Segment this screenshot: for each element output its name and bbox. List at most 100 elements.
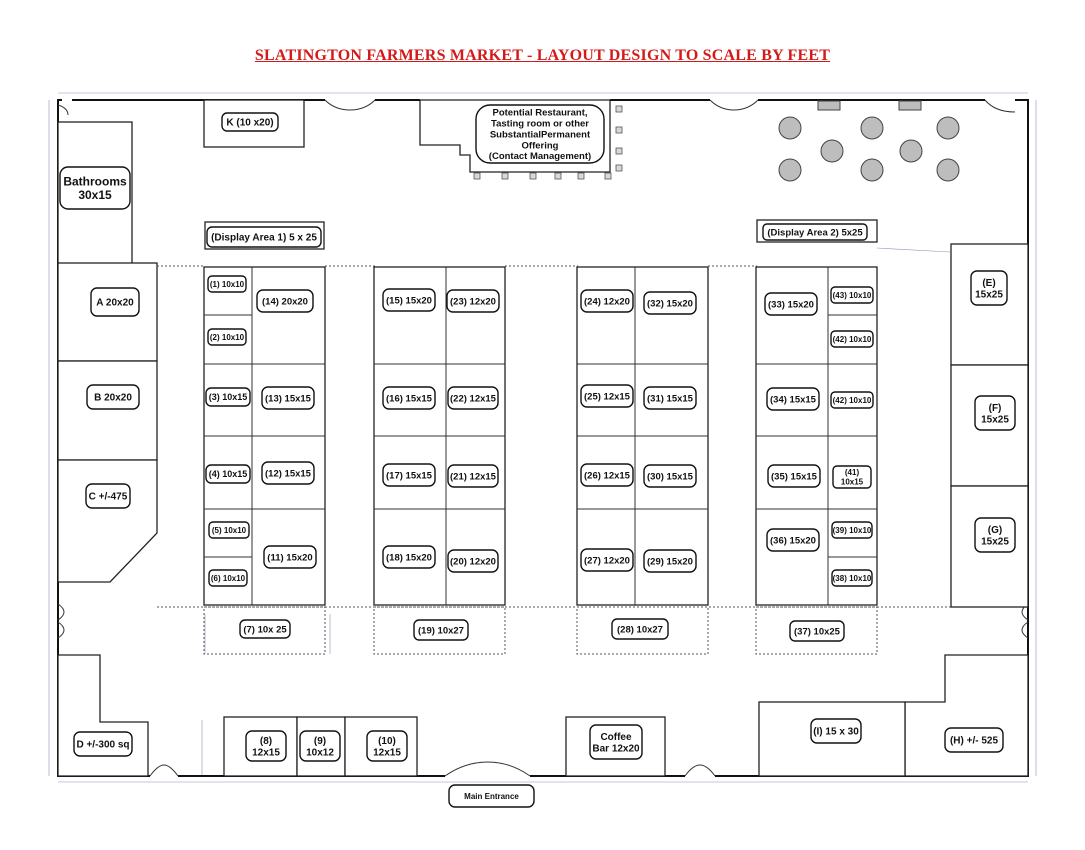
booth-label-text: 10x12: [306, 747, 334, 758]
booth-s4[interactable]: (4) 10x15: [205, 464, 251, 484]
booth-g[interactable]: (G)15x25: [974, 517, 1016, 553]
booth-s19[interactable]: (19) 10x27: [413, 619, 469, 641]
booth-label-box: [207, 275, 247, 293]
booth-label-box: [831, 521, 873, 539]
booth-s5[interactable]: (5) 10x10: [208, 521, 250, 539]
booth-e[interactable]: (E)15x25: [970, 270, 1008, 306]
booth-label-text: (11) 15x20: [267, 552, 312, 563]
booth-s42b[interactable]: (42) 10x10: [830, 330, 874, 348]
booth-display2[interactable]: (Display Area 2) 5x25: [762, 223, 868, 241]
booth-label-box: [413, 619, 469, 641]
booth-label-box: [208, 569, 248, 587]
booth-label-text: (6) 10x10: [211, 574, 246, 583]
booth-s36[interactable]: (36) 15x20: [766, 528, 820, 552]
booth-label-text: 12x15: [252, 747, 280, 758]
booth-s17[interactable]: (17) 15x15: [382, 463, 436, 487]
booth-s30[interactable]: (30) 15x15: [643, 464, 697, 488]
booth-label-text: 15x25: [975, 289, 1003, 300]
booth-s23[interactable]: (23) 12x20: [446, 289, 500, 313]
main-entrance-box: [448, 784, 535, 808]
booth-label-box: [299, 730, 341, 762]
booth-label-box: [90, 287, 140, 317]
booth-label-text: B 20x20: [94, 393, 132, 404]
booth-a[interactable]: A 20x20: [90, 287, 140, 317]
booth-i[interactable]: (I) 15 x 30: [810, 718, 862, 744]
booth-s21[interactable]: (21) 12x15: [447, 464, 499, 488]
booth-s37[interactable]: (37) 10x25: [789, 620, 845, 642]
booth-s32[interactable]: (32) 15x20: [643, 291, 697, 315]
booth-d[interactable]: D +/-300 sq: [73, 731, 133, 757]
booth-s28[interactable]: (28) 10x27: [611, 618, 669, 640]
booth-s41[interactable]: (41)10x15: [832, 465, 872, 489]
booth-label-box: [382, 288, 436, 312]
booth-s1[interactable]: (1) 10x10: [207, 275, 247, 293]
booth-label-box: [611, 618, 669, 640]
booth-s18[interactable]: (18) 15x20: [382, 545, 436, 569]
booth-label-text: (37) 10x25: [794, 626, 841, 637]
booth-s43[interactable]: (43) 10x10: [830, 286, 874, 304]
booth-label-text: (15) 15x20: [386, 295, 432, 306]
booth-restaurant[interactable]: Potential Restaurant,Tasting room or oth…: [475, 104, 605, 164]
booth-s8[interactable]: (8)12x15: [245, 730, 287, 762]
booth-s22[interactable]: (22) 12x15: [447, 386, 499, 410]
booth-s2[interactable]: (2) 10x10: [207, 328, 247, 346]
booth-s12[interactable]: (12) 15x15: [261, 461, 315, 485]
booth-label-text: Offering: [522, 140, 559, 151]
booth-b[interactable]: B 20x20: [86, 384, 140, 410]
booth-h[interactable]: (H) +/- 525: [944, 727, 1004, 753]
booth-label-text: (33) 15x20: [768, 299, 814, 310]
booth-s27[interactable]: (27) 12x20: [580, 548, 634, 572]
booth-label-text: (1) 10x10: [210, 280, 245, 289]
booth-s3[interactable]: (3) 10x15: [205, 387, 251, 407]
booth-label-text: Bar 12x20: [592, 743, 640, 754]
booth-label-box: [643, 549, 697, 573]
booth-s6[interactable]: (6) 10x10: [208, 569, 248, 587]
dimension-lines: [48, 92, 1037, 783]
booth-s39[interactable]: (39) 10x10: [831, 521, 873, 539]
booth-s7[interactable]: (7) 10x 25: [239, 619, 291, 639]
booth-label-box: [974, 395, 1016, 431]
booth-s29[interactable]: (29) 15x20: [643, 549, 697, 573]
booth-label-box: [73, 731, 133, 757]
booth-label-box: [382, 463, 436, 487]
booth-label-text: (5) 10x10: [212, 526, 247, 535]
booth-s38[interactable]: (38) 10x10: [831, 569, 873, 587]
booth-s11[interactable]: (11) 15x20: [263, 545, 317, 569]
booth-f[interactable]: (F)15x25: [974, 395, 1016, 431]
booth-s33[interactable]: (33) 15x20: [764, 292, 818, 316]
booth-s24[interactable]: (24) 12x20: [580, 289, 634, 313]
booth-s13[interactable]: (13) 15x15: [261, 386, 315, 410]
booth-s9[interactable]: (9)10x12: [299, 730, 341, 762]
booth-s25[interactable]: (25) 12x15: [580, 384, 634, 408]
booth-c[interactable]: C +/-475: [85, 483, 131, 509]
booth-label-text: (19) 10x27: [418, 625, 464, 636]
booth-label-text: (3) 10x15: [209, 392, 248, 402]
booth-s35[interactable]: (35) 15x15: [767, 464, 821, 488]
booth-s26[interactable]: (26) 12x15: [580, 463, 634, 487]
booth-label-box: [766, 387, 820, 411]
booth-label-text: (14) 20x20: [262, 296, 308, 307]
booth-label-text: K (10 x20): [226, 118, 273, 129]
booth-label-box: [205, 387, 251, 407]
booth-s31[interactable]: (31) 15x15: [643, 386, 697, 410]
booth-label-text: Bathrooms: [63, 174, 127, 188]
booth-label-text: (43) 10x10: [833, 291, 872, 300]
booth-s10[interactable]: (10)12x15: [366, 730, 408, 762]
booth-label-text: (42) 10x10: [833, 396, 872, 405]
booth-label-box: [382, 545, 436, 569]
booth-s34[interactable]: (34) 15x15: [766, 387, 820, 411]
booth-label-text: D +/-300 sq: [76, 740, 129, 751]
booth-label-text: (Contact Management): [489, 151, 591, 162]
main-entrance[interactable]: Main Entrance: [448, 784, 535, 808]
booth-label-text: (4) 10x15: [209, 469, 248, 479]
booth-k[interactable]: K (10 x20): [221, 112, 279, 132]
booth-s16[interactable]: (16) 15x15: [382, 386, 436, 410]
booth-s15[interactable]: (15) 15x20: [382, 288, 436, 312]
booth-s14[interactable]: (14) 20x20: [256, 289, 314, 313]
booth-s42a[interactable]: (42) 10x10: [830, 391, 874, 409]
booth-label-text: (23) 12x20: [450, 296, 496, 307]
booth-display1[interactable]: (Display Area 1) 5 x 25: [206, 226, 322, 248]
booth-s20[interactable]: (20) 12x20: [447, 549, 499, 573]
